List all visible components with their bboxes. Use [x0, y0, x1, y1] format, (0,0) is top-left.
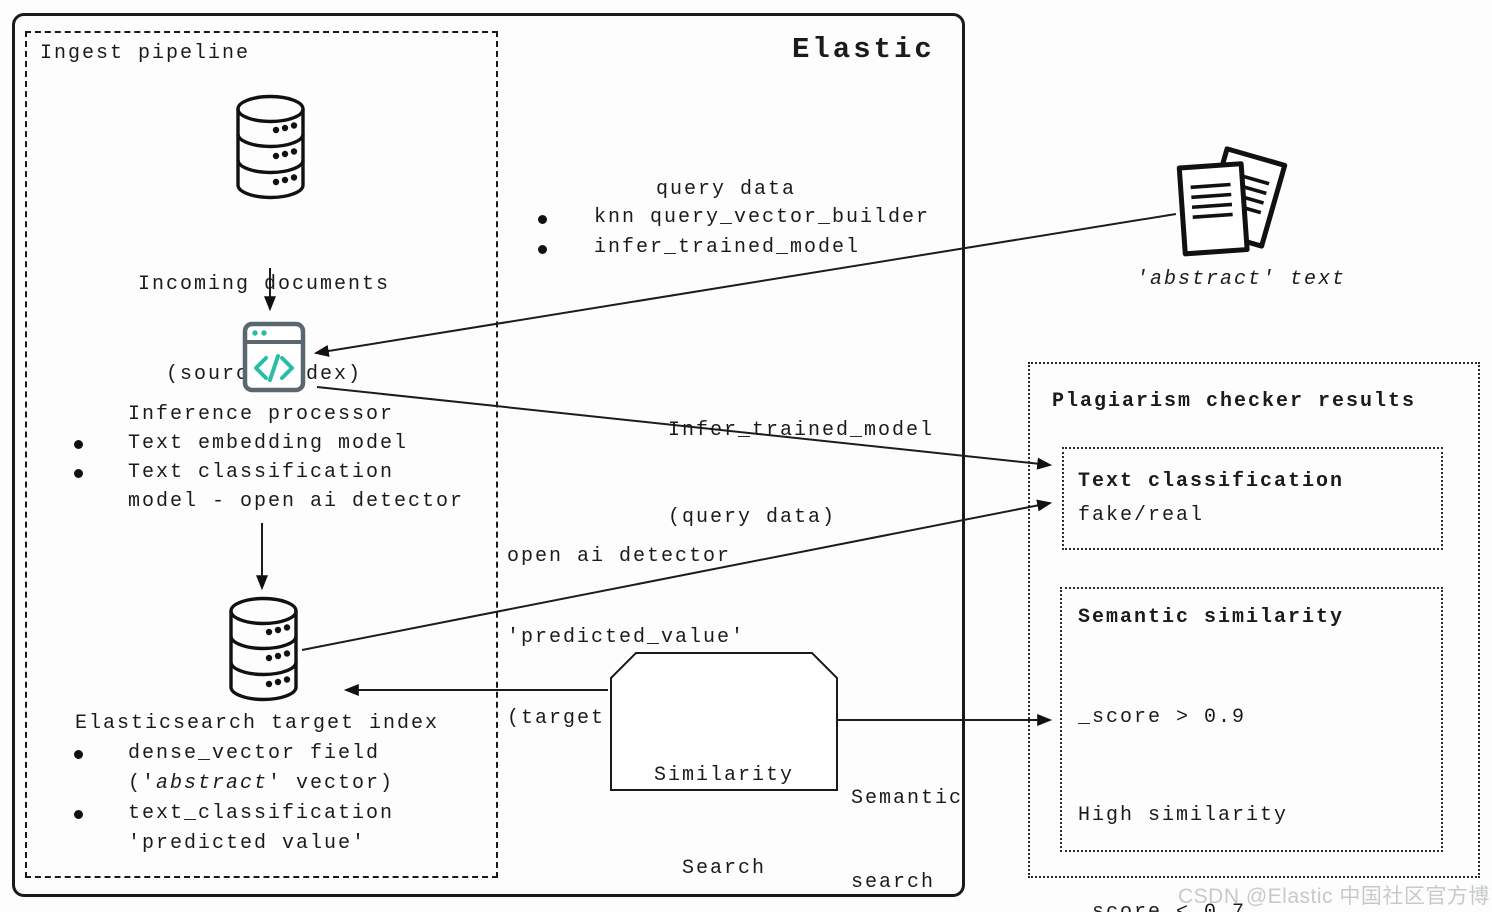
semantic-result-label: Semantic search result, top k [851, 729, 963, 912]
rule-score-low: _score < 0.7 [1078, 897, 1344, 912]
ingest-pipeline-title: Ingest pipeline [40, 42, 251, 65]
query-bullet-infer: infer_trained_model [594, 236, 861, 259]
text-classification-value: fake/real [1078, 504, 1205, 527]
similarity-search-shape [610, 652, 838, 791]
similarity-search-line1: Similarity [653, 764, 795, 787]
abstract-text-label: 'abstract' text [1136, 268, 1347, 291]
infer-trained-model-label: Infer_trained_model (query data) [668, 358, 934, 590]
database-icon [229, 596, 298, 702]
target-bullet-dense-vector: dense_vector field [128, 742, 381, 765]
bullet-icon [74, 810, 83, 819]
similarity-search-line2: Search [681, 857, 766, 880]
semantic-similarity-title: Semantic similarity [1078, 606, 1345, 629]
processor-bullet-classification-cont: model - open ai detector [128, 490, 465, 513]
query-data-title: query data [656, 178, 797, 201]
bullet-icon [74, 750, 83, 759]
incoming-documents-line1: Incoming documents [137, 273, 391, 296]
semantic-result-line2: search [851, 871, 936, 894]
text-classification-title: Text classification [1078, 470, 1345, 493]
detector-label-line1: open ai detector [507, 545, 732, 568]
semantic-result-line1: Semantic [851, 787, 964, 810]
bullet-icon [538, 245, 547, 254]
processor-bullet-classification: Text classification [128, 461, 395, 484]
elastic-title: Elastic [792, 33, 935, 66]
infer-label-line1: Infer_trained_model [668, 419, 935, 442]
target-bullet-predicted-value: 'predicted value' [128, 832, 367, 855]
text-classification-box [1062, 447, 1443, 550]
rule-score-high: _score > 0.9 [1078, 706, 1247, 729]
detector-label-line2: 'predicted_value' [507, 626, 746, 649]
semantic-similarity-rules: _score > 0.9 High similarity _score < 0.… [1078, 637, 1344, 912]
target-bullet-text-classification: text_classification [128, 802, 395, 825]
infer-label-line2: (query data) [668, 506, 837, 529]
target-bullet-dense-vector-cont: ('abstract' vector) [128, 772, 395, 795]
plagiarism-results-title: Plagiarism checker results [1052, 390, 1417, 413]
documents-icon [1176, 146, 1288, 257]
bullet-icon [74, 440, 83, 449]
watermark: CSDN @Elastic 中国社区官方博客 [1178, 885, 1490, 908]
bullet-icon [538, 215, 547, 224]
inference-processor-title: Inference processor [128, 403, 395, 426]
similarity-search-label: Similarity Search [610, 698, 838, 912]
rule-high-similarity: High similarity [1078, 803, 1289, 827]
semantic-similarity-box [1060, 587, 1443, 852]
code-window-icon [242, 321, 306, 393]
incoming-documents-label: Incoming documents (source index) [118, 210, 410, 450]
processor-bullet-embedding: Text embedding model [128, 432, 409, 455]
query-bullet-knn: knn query_vector_builder [594, 206, 931, 229]
bullet-icon [74, 469, 83, 478]
target-index-title: Elasticsearch target index [75, 712, 440, 735]
database-icon [236, 94, 305, 200]
